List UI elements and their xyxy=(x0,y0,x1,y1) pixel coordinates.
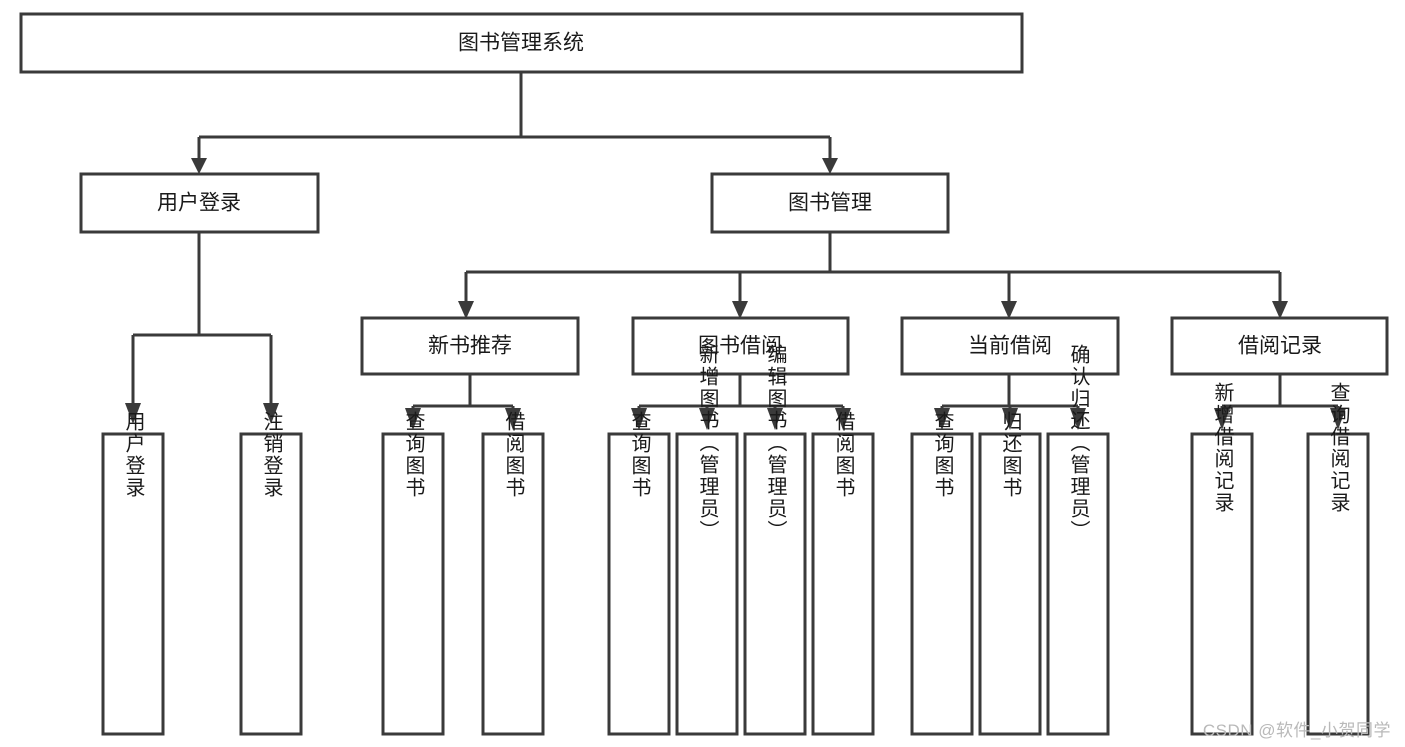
leaf-node-current-borrow-0[interactable]: 查询图书 xyxy=(910,411,974,736)
leaf-box-current-borrow-2[interactable] xyxy=(1046,432,1110,736)
leaf-box-user-login-0[interactable] xyxy=(101,432,165,736)
leaf-label-book-borrow-1: 新增图书（管理员） xyxy=(696,344,719,542)
node-current-borrow-box[interactable] xyxy=(900,316,1120,376)
arrowhead-borrow-record xyxy=(1272,301,1288,319)
node-current-borrow[interactable]: 当前借阅 xyxy=(900,316,1120,376)
arrowhead-leaf-book-borrow-0 xyxy=(631,408,647,430)
node-user-login-box[interactable] xyxy=(79,172,320,234)
node-root-label: 图书管理系统 xyxy=(458,32,584,55)
leaf-box-new-book-0[interactable] xyxy=(381,432,445,736)
connector-layer xyxy=(125,72,1346,430)
leaf-node-new-book-1[interactable]: 借阅图书 xyxy=(481,411,545,736)
arrowhead-leaf-user-login-1 xyxy=(263,403,279,424)
leaf-label-book-borrow-3: 借阅图书 xyxy=(832,411,855,499)
node-borrow-record-box[interactable] xyxy=(1170,316,1389,376)
arrowhead-leaf-borrow-record-1 xyxy=(1330,408,1346,430)
leaf-box-new-book-1[interactable] xyxy=(481,432,545,736)
node-book-borrow-box[interactable] xyxy=(631,316,850,376)
node-root-system[interactable]: 图书管理系统 xyxy=(19,12,1024,74)
leaf-label-current-borrow-0: 查询图书 xyxy=(931,411,954,499)
node-new-book-recommend-label: 新书推荐 xyxy=(428,335,512,358)
leaf-box-user-login-1[interactable] xyxy=(239,432,303,736)
arrowhead-leaf-new-book-0 xyxy=(405,408,421,430)
leaf-label-current-borrow-1: 归还图书 xyxy=(999,411,1022,499)
arrowhead-leaf-borrow-record-0 xyxy=(1214,408,1230,430)
arrowhead-leaf-book-borrow-1 xyxy=(699,408,715,430)
leaf-label-current-borrow-2: 确认归还（管理员） xyxy=(1067,344,1090,542)
node-book-manage-label: 图书管理 xyxy=(788,192,872,215)
leaf-node-current-borrow-1[interactable]: 归还图书 xyxy=(978,411,1042,736)
arrowhead-new-book-recommend xyxy=(458,301,474,319)
arrowhead-leaf-user-login-0 xyxy=(125,403,141,424)
leaf-node-user-login-0[interactable]: 用户登录 xyxy=(101,411,165,736)
leaf-box-book-borrow-1[interactable] xyxy=(675,432,739,736)
leaf-box-current-borrow-0[interactable] xyxy=(910,432,974,736)
leaf-node-borrow-record-1[interactable]: 查询借阅记录 xyxy=(1306,382,1370,736)
leaf-node-book-borrow-0[interactable]: 查询图书 xyxy=(607,411,671,736)
arrowhead-leaf-current-borrow-1 xyxy=(1002,408,1018,430)
arrowhead-user-login xyxy=(191,158,207,174)
node-current-borrow-label: 当前借阅 xyxy=(968,335,1052,358)
leaf-label-book-borrow-2: 编辑图书（管理员） xyxy=(764,344,787,542)
leaf-label-user-login-0: 用户登录 xyxy=(122,411,145,499)
node-root-box[interactable] xyxy=(19,12,1024,74)
arrowhead-book-manage xyxy=(822,158,838,174)
leaf-label-book-borrow-0: 查询图书 xyxy=(628,411,651,499)
leaf-box-current-borrow-1[interactable] xyxy=(978,432,1042,736)
leaf-box-book-borrow-2[interactable] xyxy=(743,432,807,736)
arrowhead-leaf-book-borrow-2 xyxy=(767,408,783,430)
leaf-node-book-borrow-2[interactable]: 编辑图书（管理员） xyxy=(743,344,807,736)
leaf-node-book-borrow-3[interactable]: 借阅图书 xyxy=(811,411,875,736)
leaf-node-new-book-0[interactable]: 查询图书 xyxy=(381,411,445,736)
arrowhead-leaf-current-borrow-0 xyxy=(934,408,950,430)
leaf-node-user-login-1[interactable]: 注销登录 xyxy=(239,411,303,736)
node-book-borrow-label: 图书借阅 xyxy=(698,335,782,358)
leaf-node-book-borrow-1[interactable]: 新增图书（管理员） xyxy=(675,344,739,736)
leaf-label-borrow-record-0: 新增借阅记录 xyxy=(1211,382,1234,514)
node-borrow-record[interactable]: 借阅记录 xyxy=(1170,316,1389,376)
leaf-box-borrow-record-0[interactable] xyxy=(1190,432,1254,736)
leaf-label-user-login-1: 注销登录 xyxy=(260,411,283,499)
node-user-login-label: 用户登录 xyxy=(157,192,241,215)
node-new-book-recommend-box[interactable] xyxy=(360,316,580,376)
arrowhead-leaf-book-borrow-3 xyxy=(835,408,851,430)
node-book-manage-box[interactable] xyxy=(710,172,950,234)
arrowhead-book-borrow xyxy=(732,301,748,319)
leaf-box-book-borrow-0[interactable] xyxy=(607,432,671,736)
node-borrow-record-label: 借阅记录 xyxy=(1238,335,1322,358)
arrowhead-current-borrow xyxy=(1001,301,1017,319)
arrowhead-leaf-current-borrow-2 xyxy=(1070,408,1086,430)
leaf-label-borrow-record-1: 查询借阅记录 xyxy=(1327,382,1350,514)
node-book-borrow[interactable]: 图书借阅 xyxy=(631,316,850,376)
arrowhead-leaf-new-book-1 xyxy=(505,408,521,430)
leaf-node-borrow-record-0[interactable]: 新增借阅记录 xyxy=(1190,382,1254,736)
node-book-manage[interactable]: 图书管理 xyxy=(710,172,950,234)
leaf-box-borrow-record-1[interactable] xyxy=(1306,432,1370,736)
node-user-login[interactable]: 用户登录 xyxy=(79,172,320,234)
leaf-label-new-book-1: 借阅图书 xyxy=(502,411,525,499)
leaf-box-book-borrow-3[interactable] xyxy=(811,432,875,736)
node-new-book-recommend[interactable]: 新书推荐 xyxy=(360,316,580,376)
leaf-node-current-borrow-2[interactable]: 确认归还（管理员） xyxy=(1046,344,1110,736)
leaf-label-new-book-0: 查询图书 xyxy=(402,411,425,499)
